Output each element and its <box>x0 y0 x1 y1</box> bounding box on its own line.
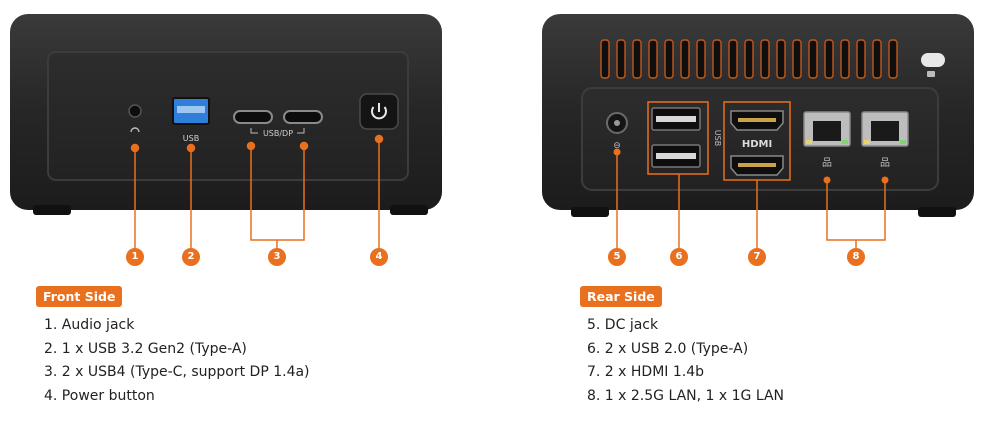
front-foot-left <box>33 205 71 215</box>
vent-slot <box>728 39 738 79</box>
vent-slot <box>712 39 722 79</box>
vent-slot <box>872 39 882 79</box>
list-item: 5. DC jack <box>587 317 659 333</box>
front-device: USB USB/DP <box>10 14 442 248</box>
list-item: 6. 2 x USB 2.0 (Type-A) <box>587 340 749 357</box>
usb-a-port-front: USB <box>172 97 210 143</box>
callout-8: 8 <box>847 248 865 266</box>
vent-slot <box>840 39 850 79</box>
list-item: 4. Power button <box>44 387 155 404</box>
vent-slot <box>824 39 834 79</box>
hdmi-ports: HDMI <box>730 110 784 176</box>
rear-callout-dots <box>613 148 889 184</box>
vent-slot <box>632 39 642 79</box>
list-item: 7. 2 x HDMI 1.4b <box>587 364 705 380</box>
lock-icon <box>927 71 935 77</box>
front-callout-lines <box>130 134 384 248</box>
vent-slot <box>680 39 690 79</box>
vent-slot <box>888 39 898 79</box>
callout-2: 2 <box>182 248 200 266</box>
callout-6: 6 <box>670 248 688 266</box>
kensington-lock <box>921 53 945 77</box>
callout-1: 1 <box>126 248 144 266</box>
vent-slot <box>664 39 674 79</box>
vent-grille <box>600 39 898 79</box>
lan-ports: 品 品 <box>803 111 909 169</box>
vent-slot <box>760 39 770 79</box>
rear-device: ⊖ USB HDMI 品 品 <box>542 14 974 248</box>
usb-port-label: USB <box>183 134 199 143</box>
list-item: 8. 1 x 2.5G LAN, 1 x 1G LAN <box>587 387 785 404</box>
vent-slot <box>696 39 706 79</box>
power-icon <box>371 106 387 120</box>
front-foot-right <box>390 205 428 215</box>
network-icon: 品 <box>822 157 832 169</box>
vent-slot <box>616 39 626 79</box>
vent-slot <box>792 39 802 79</box>
vent-slot <box>808 39 818 79</box>
usb2-label: USB <box>713 130 722 146</box>
callout-7: 7 <box>748 248 766 266</box>
callout-3: 3 <box>268 248 286 266</box>
vent-slot <box>856 39 866 79</box>
audio-jack <box>128 104 142 133</box>
power-button <box>359 93 399 130</box>
usb-c-ports: USB/DP <box>233 110 323 138</box>
front-features-list: 1. Audio jack 2. 1 x USB 3.2 Gen2 (Type-… <box>44 314 310 408</box>
dc-jack: ⊖ <box>606 112 628 151</box>
vent-slot <box>600 39 610 79</box>
vent-slot <box>744 39 754 79</box>
hdmi-label: HDMI <box>742 139 772 150</box>
vent-slot <box>776 39 786 79</box>
rear-foot-left <box>571 207 609 217</box>
vent-slot <box>648 39 658 79</box>
rear-callout-lines <box>616 101 886 248</box>
usb-dp-label: USB/DP <box>263 129 293 138</box>
callout-5: 5 <box>608 248 626 266</box>
rear-features-list: 5. DC jack 6. 2 x USB 2.0 (Type-A) 7. 2 … <box>587 314 784 408</box>
callout-4: 4 <box>370 248 388 266</box>
network-icon: 品 <box>880 157 890 169</box>
list-item: 1. Audio jack <box>44 317 135 333</box>
usb-2-ports: USB <box>651 107 722 168</box>
list-item: 3. 2 x USB4 (Type-C, support DP 1.4a) <box>44 364 310 380</box>
rear-foot-right <box>918 207 956 217</box>
dc-icon: ⊖ <box>613 141 621 151</box>
rear-side-badge: Rear Side <box>580 286 662 307</box>
front-side-badge: Front Side <box>36 286 123 307</box>
headphone-icon <box>130 127 140 133</box>
list-item: 2. 1 x USB 3.2 Gen2 (Type-A) <box>44 340 247 357</box>
